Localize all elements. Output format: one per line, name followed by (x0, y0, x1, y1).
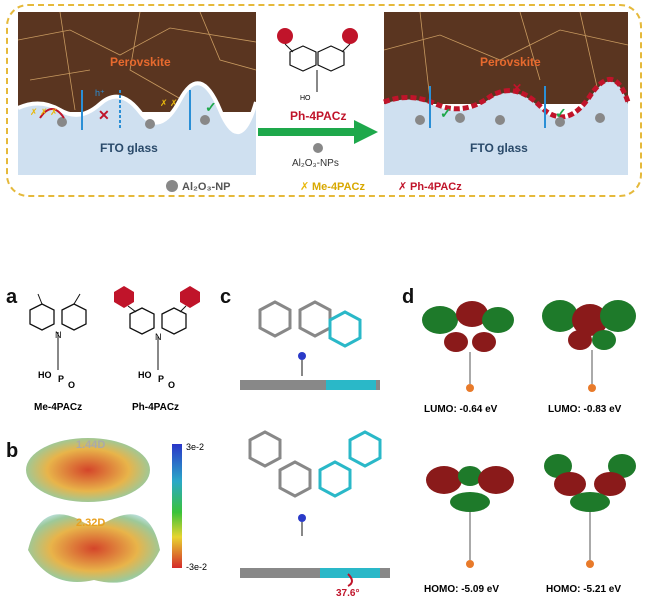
panel-c-geometries: 37.6° (240, 300, 390, 599)
svg-text:✗ ✗ ✗: ✗ ✗ ✗ (30, 107, 58, 117)
panel-a-structures: N HO P O Me-4PACz N HO P O Ph-4PACz (29, 286, 200, 413)
legend-me-icon: ✗ (300, 181, 309, 193)
svg-text:N: N (155, 332, 162, 342)
fto-layer-right (384, 81, 628, 175)
ph-4pacz-structure: N (114, 286, 200, 370)
schematic-svg: ✕ ✓ ✗ ✗ ✗ ✗ ✗ Perovskite FTO glass h⁺ HO… (17, 11, 631, 193)
panel-b-letter: b (6, 440, 19, 462)
homo-ph-label: HOMO: -5.21 eV (546, 584, 621, 595)
me-4pacz-structure: N (29, 293, 87, 370)
ph-o: O (168, 380, 175, 390)
flow-arrow (258, 128, 354, 136)
lumo-ph-label: LUMO: -0.83 eV (548, 404, 622, 415)
svg-text:✕: ✕ (98, 107, 110, 123)
ph-4pacz-label: Ph-4PACz (132, 402, 179, 413)
scale-top: 3e-2 (186, 442, 204, 452)
fto-label-left: FTO glass (100, 141, 158, 155)
dihedral-angle: 37.6° (336, 588, 359, 599)
panel-d-letter: d (402, 286, 415, 308)
right-scene: ✓ ✓ ✕ (383, 11, 631, 175)
me-4pacz-label: Me-4PACz (34, 402, 82, 413)
me-o: O (68, 380, 75, 390)
lumo-me-orbital (422, 301, 514, 392)
scale-bottom: -3e-2 (186, 562, 207, 572)
legend-al2o3-icon (166, 180, 178, 192)
svg-text:✓: ✓ (555, 105, 567, 121)
legend-me: Me-4PACz (312, 181, 365, 193)
legend-ph: Ph-4PACz (410, 181, 462, 193)
me-ho: HO (38, 370, 52, 380)
hole-label: h⁺ (95, 88, 105, 98)
color-scale-bar (172, 444, 182, 568)
ph-geometry (240, 430, 390, 587)
svg-text:HO: HO (300, 95, 311, 102)
homo-me-orbital (426, 466, 514, 568)
panel-a-letter: a (6, 286, 18, 308)
dipole-ph: 2.32D (76, 517, 105, 529)
perovskite-label-left: Perovskite (110, 55, 171, 69)
al2o3-np-marker (313, 143, 323, 153)
perovskite-label-right: Perovskite (480, 55, 541, 69)
legend-al2o3: Al₂O₃-NP (182, 181, 230, 193)
esp-map-ph (28, 514, 160, 583)
fto-layer-left (18, 83, 256, 175)
svg-text:✗ ✗: ✗ ✗ (160, 98, 178, 108)
svg-text:N: N (55, 330, 62, 340)
svg-text:✓: ✓ (440, 105, 452, 121)
homo-me-label: HOMO: -5.09 eV (424, 584, 499, 595)
esp-map-me (26, 438, 150, 502)
panel-d-orbitals: LUMO: -0.64 eV LUMO: -0.83 eV HOMO: -5.0… (422, 300, 636, 595)
panel-b-esp-maps: 1.44D 2.32D 3e-2 -3e-2 (26, 438, 207, 583)
me-p: P (58, 374, 64, 384)
arrow-sublabel: Al₂O₃-NPs (292, 158, 339, 169)
lumo-ph-orbital (542, 300, 636, 392)
lumo-me-label: LUMO: -0.64 eV (424, 404, 498, 415)
svg-text:✕: ✕ (512, 81, 522, 95)
ph-p: P (158, 374, 164, 384)
dipole-me: 1.44D (76, 439, 105, 451)
ph4pacz-structure-top: HO (277, 28, 358, 102)
homo-ph-orbital (544, 454, 636, 568)
left-scene: ✕ ✓ ✗ ✗ ✗ ✗ ✗ (17, 11, 258, 175)
panel-c-letter: c (220, 286, 232, 308)
ph-ho: HO (138, 370, 152, 380)
me-geometry (240, 300, 380, 390)
fto-label-right: FTO glass (470, 141, 528, 155)
svg-text:✓: ✓ (205, 99, 217, 115)
arrow-label: Ph-4PACz (290, 109, 346, 123)
legend-ph-icon: ✗ (398, 181, 407, 193)
